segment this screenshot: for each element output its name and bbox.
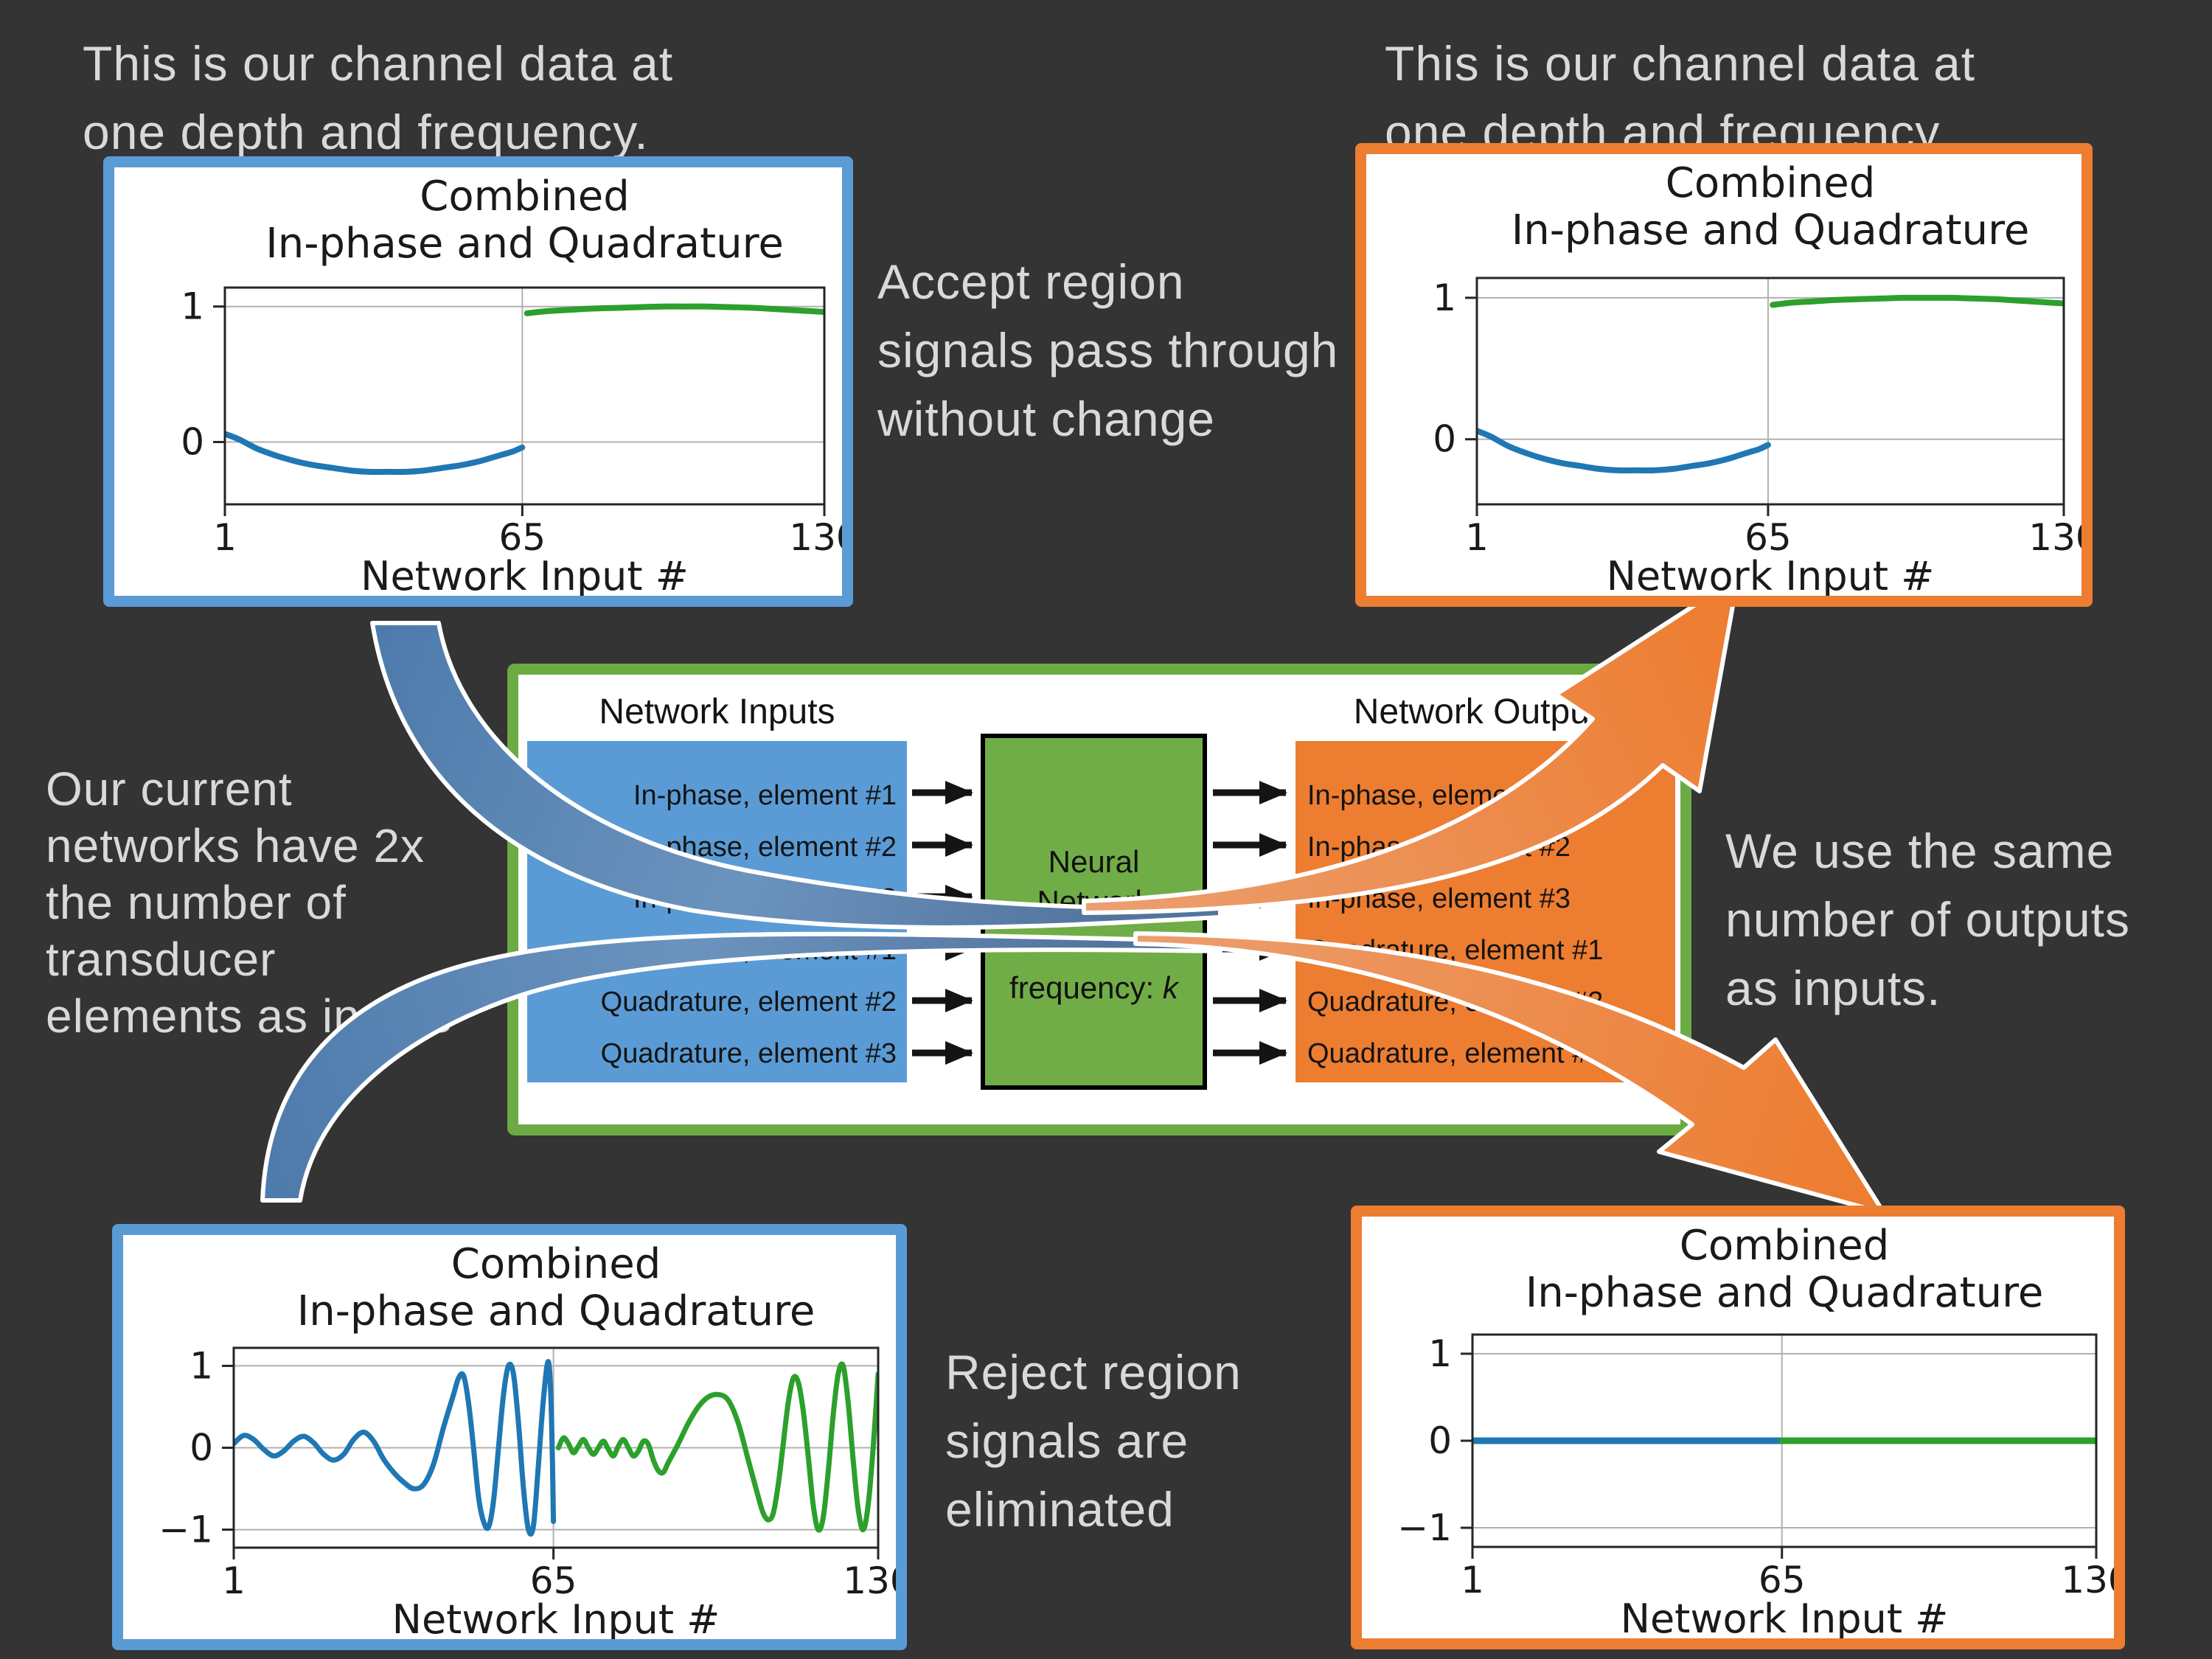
svg-text:1: 1	[1428, 1332, 1452, 1375]
svg-text:130: 130	[789, 516, 842, 559]
chart-axes-frame	[223, 286, 826, 506]
chart-xlabel: Network Input #	[1607, 553, 1935, 596]
caption-reject-region: Reject region signals are eliminated	[945, 1345, 1242, 1537]
series-line	[524, 303, 824, 316]
svg-text:0: 0	[1428, 1419, 1452, 1462]
svg-text:In-phase and Quadrature: In-phase and Quadrature	[1512, 206, 2030, 254]
series-line	[234, 1359, 557, 1537]
svg-text:−1: −1	[159, 1509, 213, 1551]
svg-text:1: 1	[1461, 1559, 1484, 1601]
neural-network-frequency-label: frequency: k	[1009, 970, 1178, 1005]
svg-text:Combined: Combined	[451, 1240, 661, 1288]
input-row: In-phase, element #1	[633, 780, 897, 812]
series-line	[1770, 294, 2064, 308]
svg-text:130: 130	[2061, 1559, 2114, 1601]
series-line	[1477, 428, 1771, 474]
svg-text:1: 1	[213, 516, 237, 559]
chart-ticks: 1 65 130 1 0 −1	[1397, 1332, 2114, 1601]
svg-text:−1: −1	[1397, 1506, 1452, 1549]
svg-text:In-phase and Quadrature: In-phase and Quadrature	[1526, 1269, 2044, 1317]
chart-series	[234, 1359, 878, 1537]
svg-text:1: 1	[189, 1344, 213, 1387]
chart-xlabel: Network Input #	[392, 1596, 720, 1639]
flow-ribbon-input-accept	[370, 621, 1222, 930]
svg-text:In-phase and Quadrature: In-phase and Quadrature	[297, 1287, 815, 1335]
chart-xlabel: Network Input #	[1621, 1596, 1949, 1638]
svg-text:65: 65	[1745, 516, 1792, 559]
caption-top-left: This is our channel data at one depth an…	[83, 36, 674, 159]
chart-axes-frame	[1475, 276, 2065, 506]
chart-grid	[1477, 278, 2064, 504]
chart-ticks: 1 65 130 1 0 −1	[159, 1344, 896, 1602]
network-inputs-header: Network Inputs	[599, 692, 835, 731]
caption-accept-region: Accept region signals pass through witho…	[877, 254, 1339, 446]
svg-text:1: 1	[181, 285, 204, 328]
svg-text:Combined: Combined	[1680, 1222, 1890, 1270]
svg-text:1: 1	[1433, 276, 1456, 319]
series-line	[555, 1361, 878, 1533]
caption-inputs-note: Our current networks have 2x the number …	[46, 762, 452, 1043]
chart-ticks: 1 65 130 1 0	[181, 285, 842, 559]
chart-ticks: 1 65 130 1 0	[1433, 276, 2081, 559]
svg-text:0: 0	[1433, 418, 1456, 461]
svg-text:Combined: Combined	[1666, 159, 1876, 207]
svg-text:65: 65	[530, 1559, 577, 1602]
caption-outputs-note: We use the same number of outputs as inp…	[1725, 824, 2130, 1015]
svg-text:In-phase and Quadrature: In-phase and Quadrature	[265, 220, 784, 268]
chart-series	[1477, 294, 2064, 474]
svg-text:1: 1	[1465, 516, 1489, 559]
flow-arrow-output-reject	[1133, 931, 1886, 1215]
svg-text:65: 65	[1759, 1559, 1806, 1601]
svg-text:65: 65	[499, 516, 546, 559]
chart-xlabel: Network Input #	[361, 553, 689, 596]
chart-series	[225, 303, 824, 476]
chart-grid	[225, 288, 824, 504]
input-row: Quadrature, element #3	[600, 1037, 897, 1069]
flow-ribbon-input-reject	[260, 931, 1222, 1203]
svg-text:130: 130	[843, 1559, 896, 1602]
svg-text:0: 0	[189, 1427, 213, 1470]
svg-text:0: 0	[181, 420, 204, 463]
svg-text:130: 130	[2028, 516, 2081, 559]
series-line	[225, 431, 526, 476]
svg-text:Combined: Combined	[420, 173, 630, 220]
input-row: Quadrature, element #2	[600, 986, 897, 1018]
svg-text:1: 1	[222, 1559, 246, 1602]
flow-arrow-output-accept	[1082, 575, 1740, 915]
